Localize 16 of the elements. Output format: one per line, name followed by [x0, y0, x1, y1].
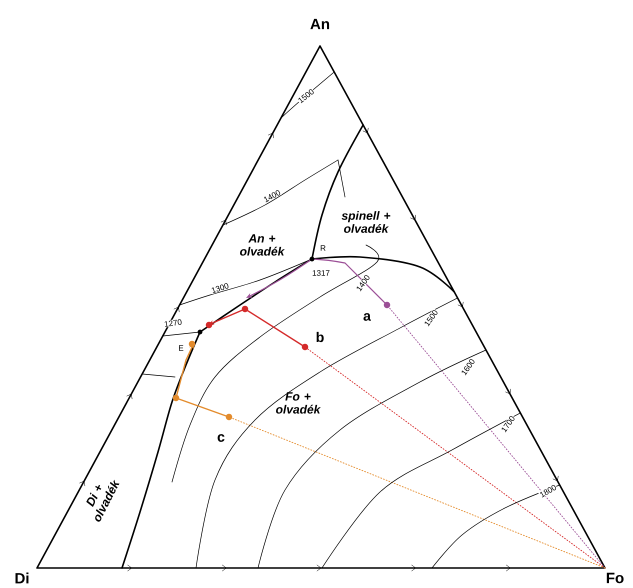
point-label: c: [218, 434, 224, 442]
point-label: E: [179, 345, 184, 351]
field-label: An + olvadék: [240, 234, 285, 256]
point-label: b: [316, 332, 324, 342]
field-label: Fo + olvadék: [276, 392, 321, 414]
isotherm-label: 1800: [538, 483, 558, 499]
point-label: a: [364, 313, 371, 321]
isotherm-label: 1400: [262, 188, 282, 204]
field-label: spinell + olvadék: [342, 211, 390, 233]
corner-label: Di: [16, 572, 28, 584]
point-label: R: [320, 245, 326, 251]
corner-label: Fo: [606, 572, 624, 584]
isotherm-label: 1317: [312, 270, 330, 276]
corner-label: An: [310, 18, 330, 30]
isotherm-label: 1270: [163, 318, 183, 328]
isotherm-label: 1300: [210, 282, 230, 294]
